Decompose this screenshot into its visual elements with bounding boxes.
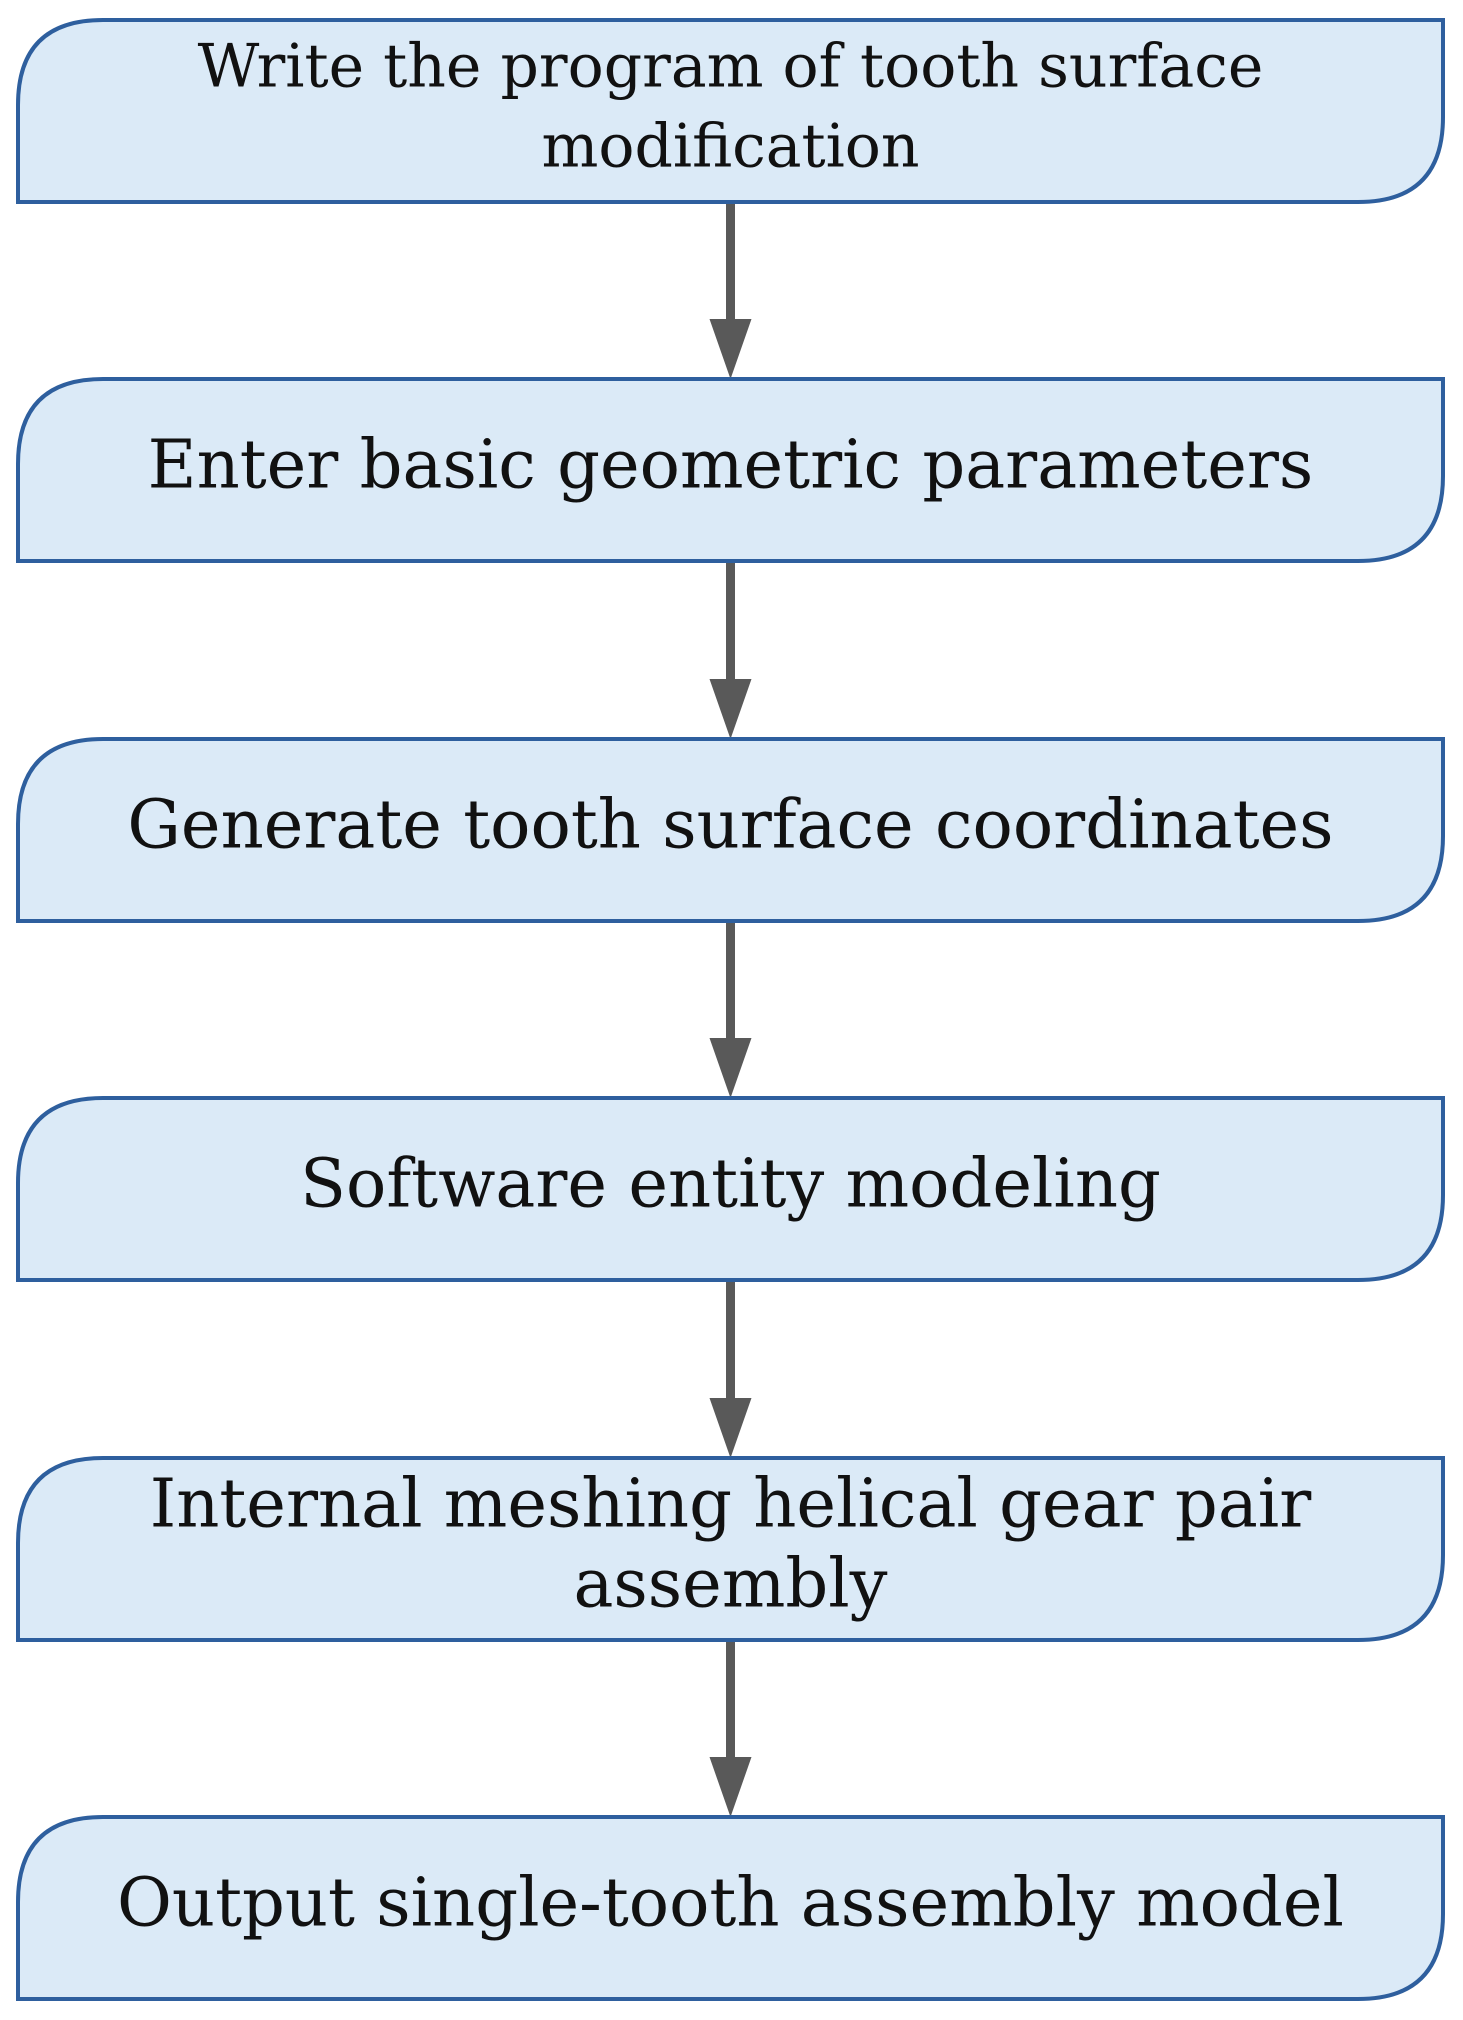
step-box-6 [16, 1815, 1445, 2001]
connectors [709, 202, 752, 1817]
step-box-4 [16, 1096, 1445, 1282]
step-1-label-line-1: Write the program of tooth surface [198, 32, 1264, 102]
step-1-label-line-2: modification [541, 112, 919, 182]
arrow-3-head-icon [709, 1038, 752, 1098]
step-box-2 [16, 377, 1445, 563]
step-5-label-line-2: assembly [573, 1545, 887, 1623]
flow-steps: Write the program of tooth surface modifi… [16, 18, 1445, 2001]
step-6-label-line-1: Output single-tooth assembly model [117, 1864, 1344, 1942]
step-box-1 [16, 18, 1445, 204]
step-3-label-line-1: Generate tooth surface coordinates [127, 786, 1333, 864]
arrow-5-head-icon [709, 1757, 752, 1817]
step-box-3 [16, 737, 1445, 923]
step-5-label-line-1: Internal meshing helical gear pair [150, 1465, 1312, 1543]
step-4-label-line-1: Software entity modeling [300, 1145, 1161, 1223]
step-box-5 [16, 1456, 1445, 1642]
arrow-2-head-icon [709, 679, 752, 739]
arrow-1-head-icon [709, 319, 752, 379]
step-2-label-line-1: Enter basic geometric parameters [148, 426, 1314, 504]
arrow-4-head-icon [709, 1398, 752, 1458]
